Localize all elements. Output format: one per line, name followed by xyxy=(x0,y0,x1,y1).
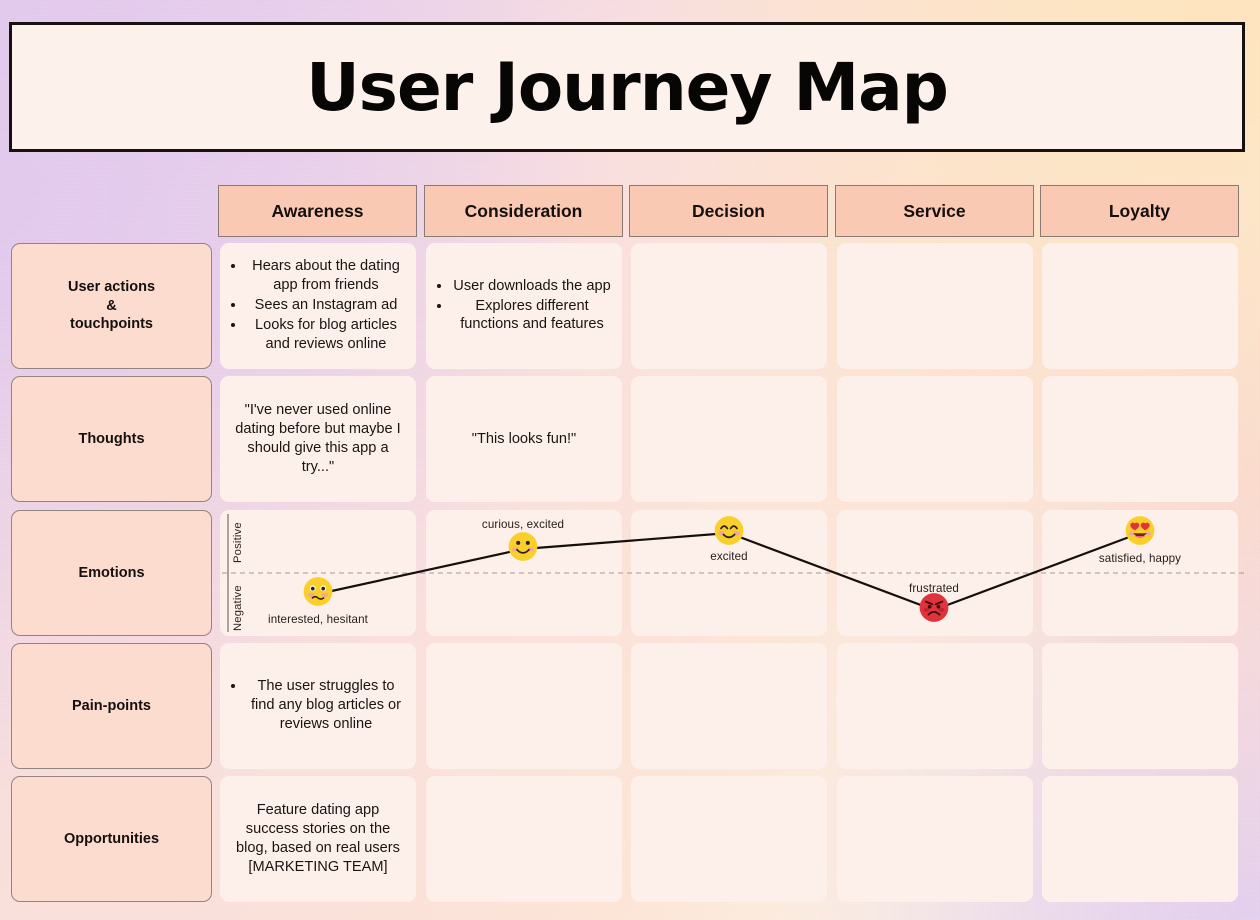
list-item: Looks for blog articles and reviews onli… xyxy=(246,316,406,354)
cell-actions-loyalty[interactable] xyxy=(1042,243,1238,369)
row-label-text: Opportunities xyxy=(63,830,160,847)
bullet-list: Hears about the dating app from friends … xyxy=(230,257,406,355)
cell-painpoints-service[interactable] xyxy=(837,643,1033,769)
list-item: Sees an Instagram ad xyxy=(246,296,406,315)
list-item: Hears about the dating app from friends xyxy=(246,257,406,295)
row-label-text: Pain-points xyxy=(72,697,151,714)
list-item: The user struggles to find any blog arti… xyxy=(246,677,406,734)
column-header-label: Service xyxy=(903,200,966,221)
cell-opportunities-awareness[interactable]: Feature dating app success stories on th… xyxy=(220,776,416,902)
cell-actions-awareness[interactable]: Hears about the dating app from friends … xyxy=(220,243,416,369)
cell-emotions-awareness[interactable] xyxy=(220,510,416,636)
row-label-user-actions-touchpoints[interactable]: User actions&touchpoints xyxy=(11,243,212,369)
cell-actions-consideration[interactable]: User downloads the app Explores differen… xyxy=(426,243,622,369)
column-header-label: Awareness xyxy=(271,200,364,221)
row-label-pain-points[interactable]: Pain-points xyxy=(11,643,212,769)
column-header-consideration[interactable]: Consideration xyxy=(424,185,623,237)
cell-painpoints-awareness[interactable]: The user struggles to find any blog arti… xyxy=(220,643,416,769)
column-header-loyalty[interactable]: Loyalty xyxy=(1040,185,1239,237)
cell-actions-service[interactable] xyxy=(837,243,1033,369)
cell-emotions-consideration[interactable] xyxy=(426,510,622,636)
cell-text: "I've never used online dating before bu… xyxy=(235,402,401,475)
cell-thoughts-loyalty[interactable] xyxy=(1042,376,1238,502)
cell-opportunities-decision[interactable] xyxy=(631,776,827,902)
column-header-label: Loyalty xyxy=(1108,200,1171,221)
bullet-list: The user struggles to find any blog arti… xyxy=(230,677,406,735)
cell-painpoints-consideration[interactable] xyxy=(426,643,622,769)
column-header-service[interactable]: Service xyxy=(835,185,1034,237)
row-label-text: Emotions xyxy=(78,564,145,581)
cell-painpoints-loyalty[interactable] xyxy=(1042,643,1238,769)
title-banner: User Journey Map xyxy=(9,22,1245,152)
row-label-emotions[interactable]: Emotions xyxy=(11,510,212,636)
cell-text: "This looks fun!" xyxy=(471,430,577,447)
cell-thoughts-decision[interactable] xyxy=(631,376,827,502)
cell-emotions-loyalty[interactable] xyxy=(1042,510,1238,636)
cell-thoughts-consideration[interactable]: "This looks fun!" xyxy=(426,376,622,502)
bullet-list: User downloads the app Explores differen… xyxy=(436,277,612,336)
cell-actions-decision[interactable] xyxy=(631,243,827,369)
cell-opportunities-consideration[interactable] xyxy=(426,776,622,902)
list-item: Explores different functions and feature… xyxy=(452,297,612,335)
column-header-decision[interactable]: Decision xyxy=(629,185,828,237)
column-header-label: Decision xyxy=(692,200,765,221)
list-item: User downloads the app xyxy=(452,277,612,296)
page-title: User Journey Map xyxy=(306,48,949,126)
column-header-label: Consideration xyxy=(464,200,583,221)
cell-emotions-decision[interactable] xyxy=(631,510,827,636)
cell-thoughts-awareness[interactable]: "I've never used online dating before bu… xyxy=(220,376,416,502)
column-header-awareness[interactable]: Awareness xyxy=(218,185,417,237)
row-label-text: User actions&touchpoints xyxy=(67,279,156,333)
cell-text: Feature dating app success stories on th… xyxy=(236,802,400,875)
cell-painpoints-decision[interactable] xyxy=(631,643,827,769)
cell-emotions-service[interactable] xyxy=(837,510,1033,636)
cell-opportunities-service[interactable] xyxy=(837,776,1033,902)
row-label-thoughts[interactable]: Thoughts xyxy=(11,376,212,502)
row-label-text: Thoughts xyxy=(78,430,145,447)
row-label-opportunities[interactable]: Opportunities xyxy=(11,776,212,902)
cell-thoughts-service[interactable] xyxy=(837,376,1033,502)
cell-opportunities-loyalty[interactable] xyxy=(1042,776,1238,902)
